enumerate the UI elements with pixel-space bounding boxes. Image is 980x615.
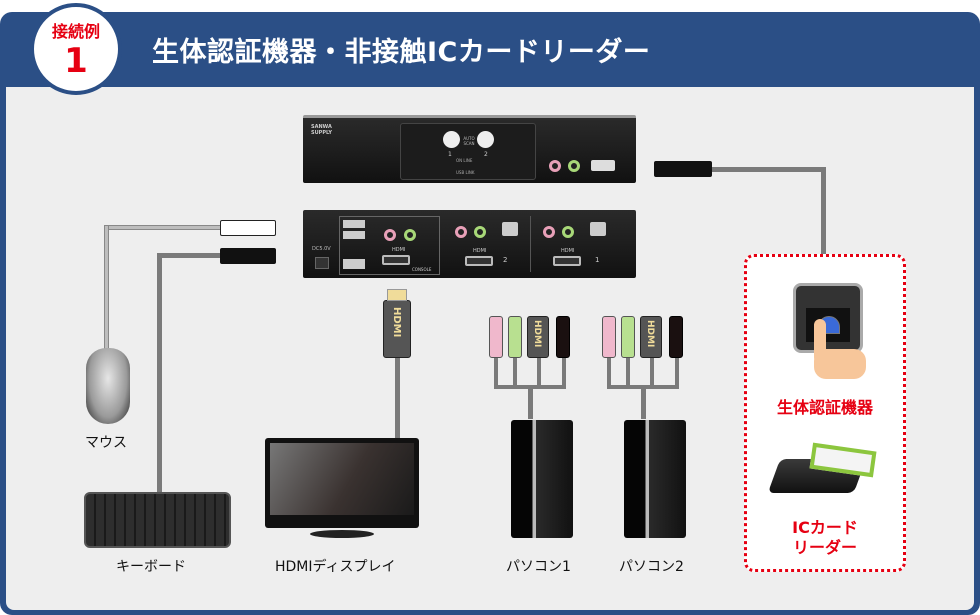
console-usb-port-1 bbox=[343, 220, 365, 228]
kvm-switch-rear: DC5.0V HDMI CONSOLE HDMI 2 HDMI 1 bbox=[303, 210, 636, 278]
online-label: ON LINE bbox=[456, 158, 473, 163]
console-section: HDMI CONSOLE bbox=[339, 216, 440, 275]
pc1-tower-icon bbox=[511, 420, 573, 538]
pc2-hdmi-plug-icon: HDMI bbox=[640, 316, 662, 358]
display-label: HDMIディスプレイ bbox=[275, 559, 396, 575]
pc2-usb-plug-icon bbox=[669, 316, 683, 358]
biometric-label: 生体認証機器 bbox=[776, 398, 873, 417]
monitor-stand bbox=[310, 530, 374, 538]
display-hdmi-plug-icon: HDMI bbox=[383, 289, 411, 358]
badge-number: 1 bbox=[64, 41, 88, 81]
peripheral-cable bbox=[710, 167, 826, 172]
brand-logo: SANWA SUPPLY bbox=[311, 124, 333, 136]
front-mic-jack bbox=[549, 160, 561, 172]
keyboard-cable-vertical bbox=[157, 253, 162, 493]
console-mic-jack bbox=[384, 229, 396, 241]
pc1-audio-plug-icon bbox=[508, 316, 522, 358]
pc1-hdmi-port bbox=[553, 256, 581, 266]
pc1-label: パソコン1 bbox=[506, 559, 571, 575]
pc2-port-number: 2 bbox=[503, 256, 508, 264]
console-usb-port-2 bbox=[343, 231, 365, 239]
pc2-mic-plug-icon bbox=[602, 316, 616, 358]
pc1-cable-a bbox=[494, 355, 498, 387]
pc1-usb-b-port bbox=[590, 222, 606, 236]
dc-jack bbox=[315, 257, 329, 269]
pc2-audio-plug-icon bbox=[621, 316, 635, 358]
monitor-icon bbox=[265, 438, 419, 528]
pc1-cable-b bbox=[513, 355, 517, 387]
pc2-hdmi-label: HDMI bbox=[473, 248, 487, 254]
peripheral-highlight-box: 生体認証機器 ICカード リーダー bbox=[744, 254, 906, 572]
display-cable bbox=[395, 355, 400, 440]
pc2-tower-icon bbox=[624, 420, 686, 538]
peripheral-cable-vertical bbox=[821, 167, 826, 257]
port-2-button[interactable] bbox=[477, 131, 494, 148]
ic-reader-label-line2: リーダー bbox=[792, 538, 857, 557]
pc2-hdmi-port bbox=[465, 256, 493, 266]
mouse-usb-plug-icon bbox=[220, 220, 276, 236]
example-badge: 接続例 1 bbox=[30, 3, 122, 95]
pc1-hdmi-label: HDMI bbox=[561, 248, 575, 254]
pc1-cable-main bbox=[528, 387, 533, 419]
front-usb-port bbox=[591, 160, 615, 171]
front-audio-jack bbox=[568, 160, 580, 172]
hdmi-plug-text: HDMI bbox=[391, 307, 402, 338]
fingerprint-scanner-icon bbox=[793, 283, 863, 353]
pc1-usb-plug-icon bbox=[556, 316, 570, 358]
ic-reader-label-line1: ICカード bbox=[792, 518, 858, 537]
mouse-label: マウス bbox=[85, 435, 127, 451]
pc1-mic-jack bbox=[543, 226, 555, 238]
monitor-screen bbox=[270, 443, 414, 515]
console-hdmi-label: HDMI bbox=[392, 247, 406, 253]
console-label: CONSOLE bbox=[412, 267, 432, 272]
keyboard-cable bbox=[157, 253, 227, 258]
port-1-button[interactable] bbox=[443, 131, 460, 148]
hand-icon bbox=[814, 349, 866, 379]
pc2-cable-main bbox=[641, 387, 646, 419]
pc2-hdmi-plug-text: HDMI bbox=[645, 320, 655, 348]
auto-scan-label: AUTO SCAN bbox=[463, 136, 475, 146]
pc2-cable-d bbox=[675, 355, 679, 387]
pc1-cable-d bbox=[562, 355, 566, 387]
mouse-cable bbox=[104, 225, 226, 230]
pc1-port-number: 1 bbox=[595, 256, 600, 264]
pc2-cable-b bbox=[626, 355, 630, 387]
peripheral-usb-plug-icon bbox=[654, 161, 712, 177]
pc1-hdmi-plug-icon: HDMI bbox=[527, 316, 549, 358]
mouse-cable-vertical bbox=[104, 225, 109, 350]
pc1-mic-plug-icon bbox=[489, 316, 503, 358]
keyboard-label: キーボード bbox=[116, 559, 186, 575]
rear-divider bbox=[530, 216, 531, 272]
pc2-label: パソコン2 bbox=[619, 559, 684, 575]
kvm-switch-front: SANWA SUPPLY AUTO SCAN 1 2 ON LINE USB L… bbox=[303, 115, 636, 183]
usb-link-label: USB LINK bbox=[456, 170, 475, 175]
pc1-cable-c bbox=[537, 355, 541, 387]
pc2-mic-jack bbox=[455, 226, 467, 238]
port-2-number: 2 bbox=[484, 151, 488, 158]
pc2-usb-b-port bbox=[502, 222, 518, 236]
pc1-audio-jack bbox=[562, 226, 574, 238]
pc2-cable-c bbox=[650, 355, 654, 387]
keyboard-icon bbox=[84, 492, 231, 548]
hdmi-plug-tip bbox=[387, 289, 407, 301]
keyboard-usb-plug-icon bbox=[220, 248, 276, 264]
pc2-audio-jack bbox=[474, 226, 486, 238]
console-hdmi-port bbox=[382, 255, 410, 265]
badge-label: 接続例 bbox=[51, 22, 100, 41]
front-panel: AUTO SCAN 1 2 ON LINE USB LINK bbox=[400, 123, 536, 180]
page-title: 生体認証機器・非接触ICカードリーダー bbox=[152, 37, 651, 68]
console-usb-port-3 bbox=[343, 259, 365, 269]
dc-label: DC5.0V bbox=[312, 246, 331, 252]
mouse-icon bbox=[86, 348, 130, 424]
port-1-number: 1 bbox=[448, 151, 452, 158]
pc1-hdmi-plug-text: HDMI bbox=[532, 320, 542, 348]
pc2-cable-a bbox=[607, 355, 611, 387]
console-audio-jack bbox=[404, 229, 416, 241]
